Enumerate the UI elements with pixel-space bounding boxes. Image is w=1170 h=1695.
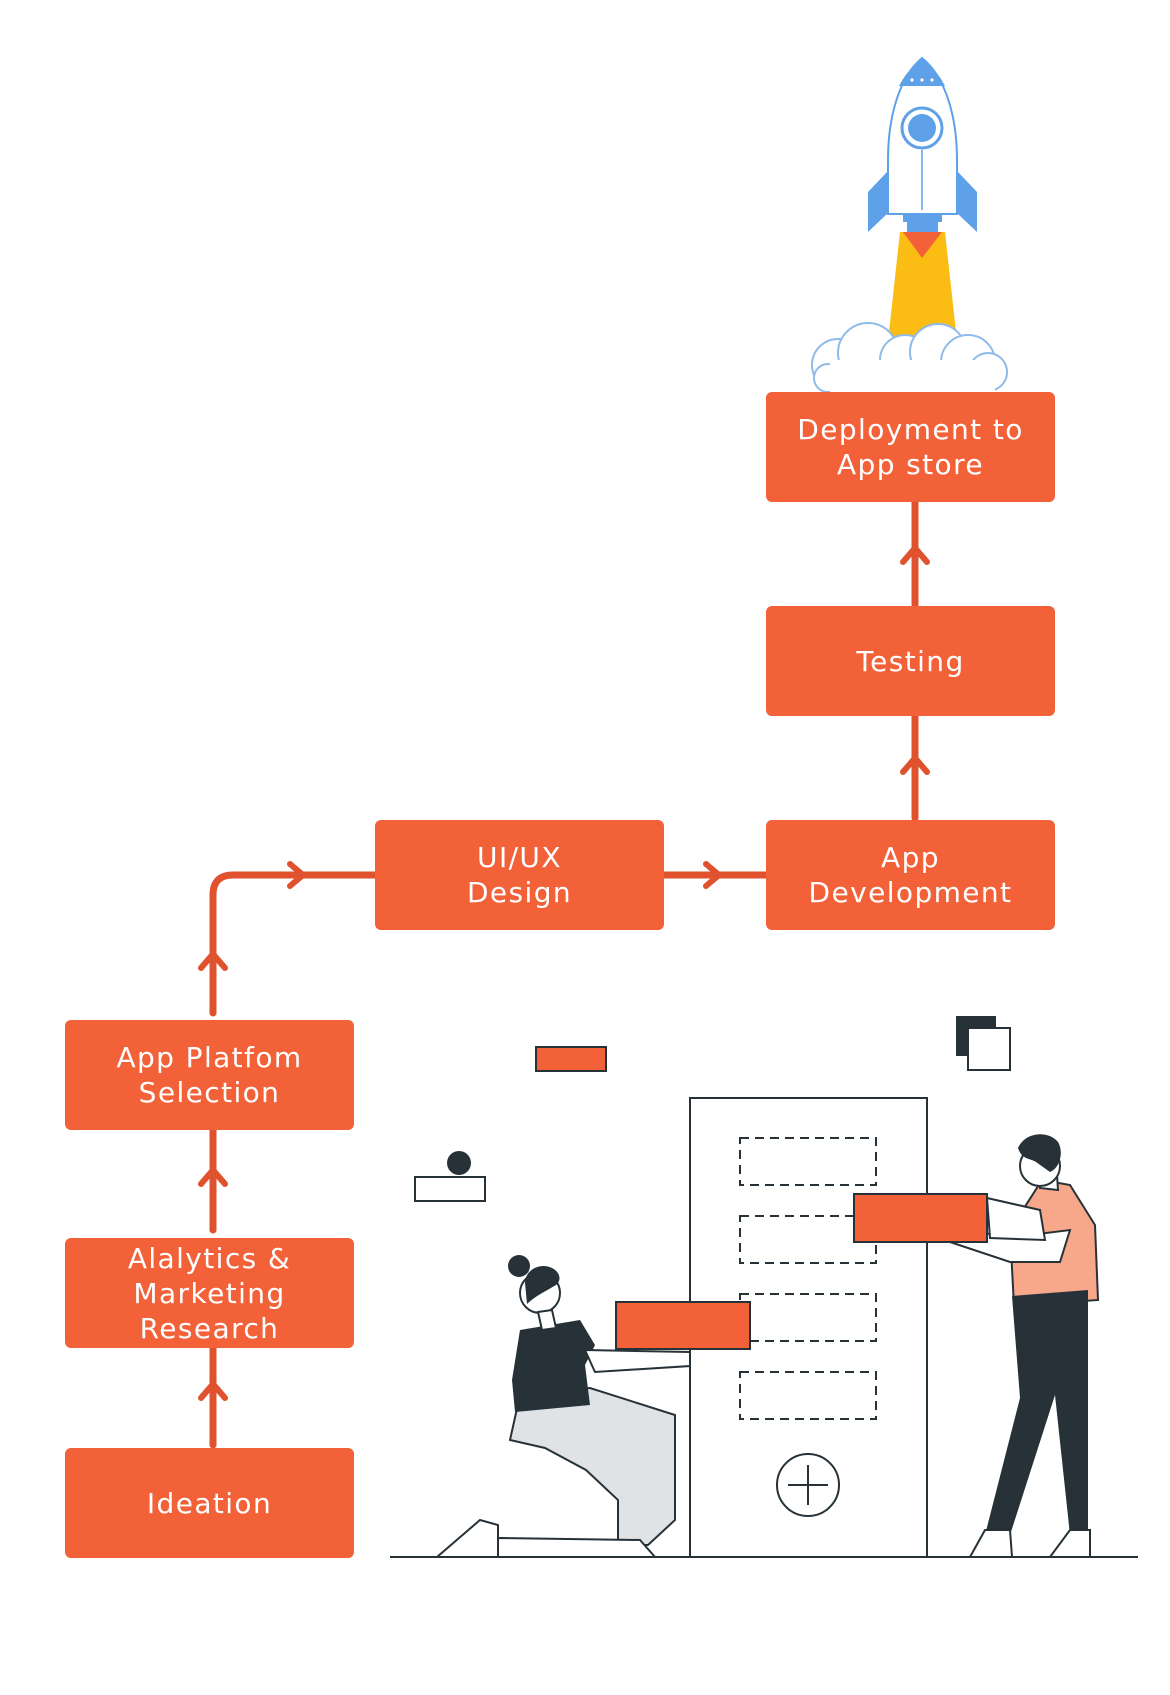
arrow-right-icon (287, 861, 306, 889)
step-ideation-label: Ideation (146, 1486, 273, 1520)
arrow-up-icon (900, 545, 930, 565)
step-analytics-label: Alalytics & Marketing Research (127, 1241, 292, 1345)
arrow-up-icon (198, 951, 228, 971)
step-platform-selection: App Platfom Selection (65, 1020, 354, 1130)
step-analytics: Alalytics & Marketing Research (65, 1238, 354, 1348)
arrow-up-icon (198, 1167, 228, 1187)
arrow-up-icon (198, 1381, 228, 1401)
people-stacking-boxes-illustration (390, 1016, 1138, 1558)
step-testing-label: Testing (856, 644, 965, 678)
step-app-development-label: App Development (808, 841, 1013, 909)
rocket-icon (811, 56, 1008, 393)
step-uiux-design-label: UI/UX Design (466, 841, 573, 909)
connector-platform-uiux (209, 871, 379, 1017)
step-ideation: Ideation (65, 1448, 354, 1558)
step-deployment-label: Deployment to App store (797, 413, 1024, 481)
arrow-right-icon (703, 861, 722, 889)
step-uiux-design: UI/UX Design (375, 820, 664, 930)
step-deployment: Deployment to App store (766, 392, 1055, 502)
arrow-up-icon (900, 755, 930, 775)
step-app-development: App Development (766, 820, 1055, 930)
step-testing: Testing (766, 606, 1055, 716)
step-platform-selection-label: App Platfom Selection (116, 1041, 303, 1109)
